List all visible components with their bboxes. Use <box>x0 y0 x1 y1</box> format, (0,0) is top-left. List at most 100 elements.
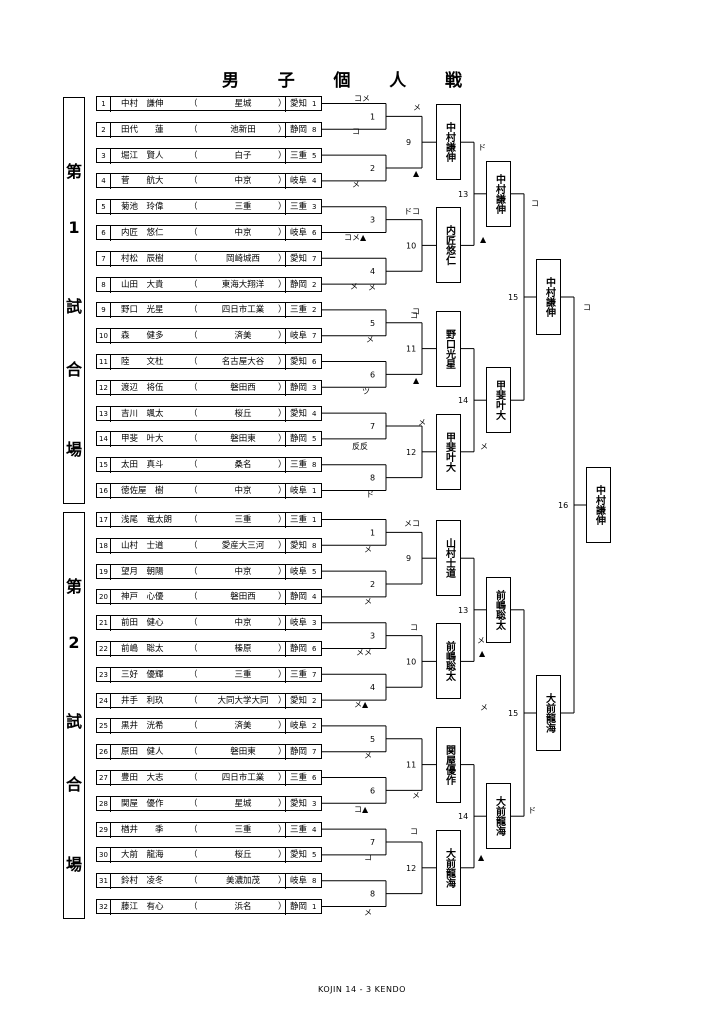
result-marker: コ <box>364 853 372 862</box>
entry-po: （ <box>189 460 198 471</box>
entry-school: 済美 <box>234 721 252 732</box>
entry-seed: 4 <box>312 177 317 186</box>
entry-num: 25 <box>97 719 111 735</box>
entry-pref: 岐阜 <box>290 618 308 629</box>
entry-po: （ <box>189 253 198 264</box>
result-marker: ▲ <box>413 169 420 178</box>
entry-name: 鈴村 凌冬 <box>121 876 164 887</box>
entry-divider <box>285 719 286 735</box>
match-number: 11 <box>406 761 416 770</box>
entry-name: 堀江 賢人 <box>121 150 164 161</box>
entry-seed: 2 <box>312 280 317 289</box>
venue-label-char: 1 <box>68 218 80 237</box>
entry-divider <box>285 329 286 345</box>
entry-pc: ） <box>278 644 287 654</box>
entry-pref: 愛知 <box>290 408 308 419</box>
result-marker: メ <box>366 335 374 344</box>
entry-pc: ） <box>278 824 287 835</box>
result-marker: メ <box>412 791 420 800</box>
winner-box: 中村謙伸 <box>536 259 561 335</box>
entry-num: 20 <box>97 590 111 606</box>
entry-school: 三重 <box>234 515 252 525</box>
entry-po: （ <box>189 228 198 238</box>
entry-po: （ <box>189 382 198 393</box>
result-marker: コ <box>412 307 420 316</box>
entry-pref: 愛知 <box>290 695 308 706</box>
entry-num: 32 <box>97 900 111 915</box>
entry-pc: ） <box>278 566 287 577</box>
entry-name: 田代 蓮 <box>121 124 164 135</box>
entry-seed: 7 <box>312 670 317 679</box>
entry-divider <box>285 148 286 164</box>
entry-pref: 静岡 <box>290 382 308 393</box>
entry-po: （ <box>189 618 198 629</box>
entry-pref: 岐阜 <box>290 721 308 732</box>
entry-divider <box>285 380 286 396</box>
entry-pref: 岐阜 <box>290 228 308 238</box>
entry-seed: 7 <box>312 254 317 263</box>
entry-po: （ <box>189 202 198 213</box>
entry-divider <box>285 226 286 241</box>
entry-po: （ <box>189 876 198 887</box>
entry-pref: 静岡 <box>290 902 308 912</box>
entry-school: 磐田東 <box>230 434 256 445</box>
entry-seed: 6 <box>312 229 317 237</box>
entry-pref: 静岡 <box>290 434 308 445</box>
entry-po: （ <box>189 773 198 783</box>
entry-po: （ <box>189 824 198 835</box>
match-number: 5 <box>370 735 375 744</box>
match-number: 4 <box>370 683 375 692</box>
entry-school: 東海大翔洋 <box>221 279 265 290</box>
entry-po: （ <box>189 592 198 603</box>
entry-divider <box>285 874 286 890</box>
entry-po: （ <box>189 540 198 551</box>
entry-num: 17 <box>97 513 111 528</box>
winner-box: 大前龍海 <box>486 783 511 850</box>
entry-num: 28 <box>97 796 111 812</box>
entry-school: 中京 <box>234 228 252 238</box>
venue-label-char: 第 <box>65 162 82 181</box>
entry-school: 桜丘 <box>234 408 252 419</box>
entry-divider <box>285 174 286 190</box>
entry-name: 前嶋 聡太 <box>121 644 164 654</box>
entry-name: 前田 健心 <box>121 618 164 629</box>
entry-school: 浜名 <box>234 902 252 912</box>
match-number: 6 <box>370 786 375 795</box>
entry-pc: ） <box>278 902 287 912</box>
match-number: 1 <box>370 112 375 121</box>
entry-divider <box>285 771 286 786</box>
entry-pref: 三重 <box>290 669 308 680</box>
entry-name: 甲斐 叶大 <box>121 434 164 445</box>
entry-num: 9 <box>97 303 111 319</box>
winner-box: 内匠悠仁 <box>436 207 461 284</box>
entry-divider <box>285 432 286 448</box>
entry-name: 森 健多 <box>121 331 164 342</box>
entry-pc: ） <box>278 150 287 161</box>
winner-box: 中村謙伸 <box>436 104 461 181</box>
entry-school: 桑名 <box>234 460 252 471</box>
entry-seed: 1 <box>312 487 317 495</box>
entry-pref: 愛知 <box>290 253 308 264</box>
entry-seed: 4 <box>312 593 317 602</box>
entry-name: 菅 航大 <box>121 176 164 187</box>
entry-po: （ <box>189 434 198 445</box>
entry-divider <box>285 848 286 864</box>
entry-pc: ） <box>278 228 287 238</box>
entry-seed: 5 <box>312 151 317 160</box>
entry-num: 18 <box>97 538 111 554</box>
entry-school: 磐田東 <box>230 747 256 758</box>
entry-pref: 岐阜 <box>290 331 308 342</box>
entry-pc: ） <box>278 357 287 367</box>
entry-divider <box>285 303 286 319</box>
entry-num: 27 <box>97 771 111 786</box>
result-marker: ▲ <box>413 376 420 385</box>
match-number: 14 <box>458 812 468 821</box>
entry-pc: ） <box>278 305 287 316</box>
venue-label-char: 第 <box>65 577 82 596</box>
title-char: 個 <box>333 71 351 91</box>
result-marker: メ <box>364 545 372 554</box>
